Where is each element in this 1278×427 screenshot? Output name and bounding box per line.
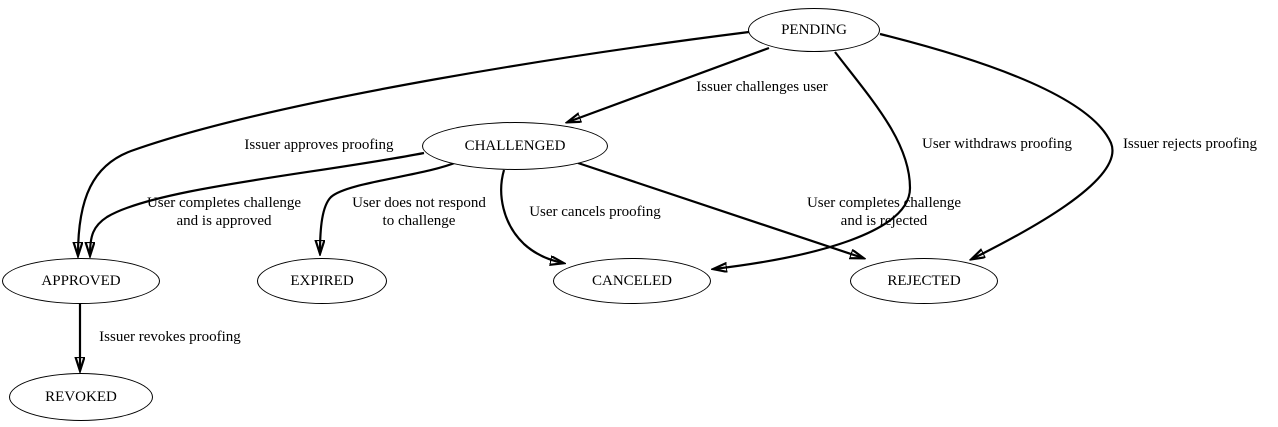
edge-pending-canceled [714, 51, 912, 269]
node-rejected-label: REJECTED [887, 272, 961, 289]
node-canceled: CANCELED [553, 258, 711, 304]
edge-label-issuer-challenges-user: Issuer challenges user [696, 79, 828, 95]
edge-label-user-completes-challenge-rejected: User completes challenge and is rejected [806, 195, 962, 229]
edge-pending-rejected [879, 32, 1114, 259]
node-pending-label: PENDING [781, 21, 847, 38]
edge-label-issuer-revokes-proofing: Issuer revokes proofing [99, 329, 241, 345]
node-approved-label: APPROVED [41, 272, 121, 289]
node-revoked-label: REVOKED [45, 388, 117, 405]
edge-label-user-withdraws-proofing: User withdraws proofing [922, 136, 1072, 152]
edge-pending-approved [78, 30, 750, 255]
edge-label-user-completes-challenge-approved: User completes challenge and is approved [146, 195, 302, 229]
edge-challenged-expired [320, 160, 458, 253]
node-pending: PENDING [748, 8, 880, 52]
edge-label-user-cancels-proofing: User cancels proofing [529, 204, 661, 220]
node-challenged: CHALLENGED [422, 122, 608, 170]
edge-label-user-does-not-respond: User does not respond to challenge [352, 195, 486, 229]
node-canceled-label: CANCELED [592, 272, 672, 289]
edge-pending-challenged [568, 46, 770, 122]
node-rejected: REJECTED [850, 258, 998, 304]
edge-challenged-rejected [577, 161, 863, 258]
node-expired: EXPIRED [257, 258, 387, 304]
edge-challenged-canceled [500, 169, 563, 263]
node-challenged-label: CHALLENGED [464, 137, 566, 154]
edge-label-issuer-approves-proofing: Issuer approves proofing [244, 137, 394, 153]
node-revoked: REVOKED [9, 373, 153, 421]
node-expired-label: EXPIRED [290, 272, 354, 289]
edge-challenged-approved [90, 151, 425, 255]
node-approved: APPROVED [2, 258, 160, 304]
edge-label-issuer-rejects-proofing: Issuer rejects proofing [1122, 136, 1258, 152]
